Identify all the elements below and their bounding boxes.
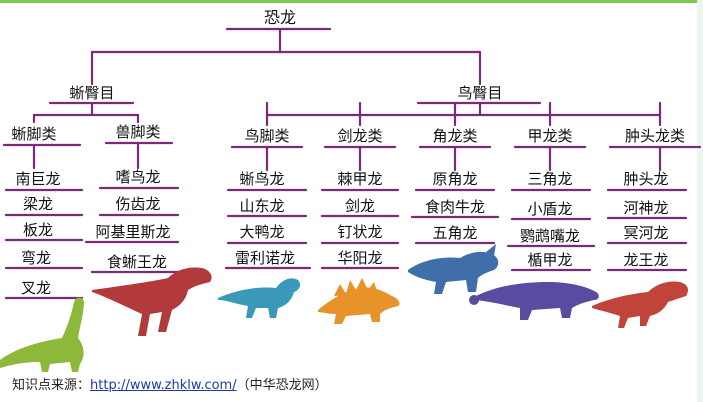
pachycephalosaur-silhouette xyxy=(592,281,688,328)
ornithopod-silhouette xyxy=(218,278,301,318)
member-label: 华阳龙 xyxy=(337,249,383,267)
group-ornithopoda-label: 鸟脚类 xyxy=(244,127,290,145)
source-prefix: 知识点来源： xyxy=(12,378,91,393)
member-label: 龙王龙 xyxy=(623,251,669,269)
member-label: 三角龙 xyxy=(527,170,573,188)
theropod-silhouette xyxy=(92,267,212,336)
group-pachycephalosauria-label: 肿头龙类 xyxy=(624,127,686,145)
member-label: 嗜鸟龙 xyxy=(115,168,161,186)
ceratopsian-silhouette xyxy=(408,244,499,294)
source-link[interactable]: http://www.zhklw.com/ xyxy=(90,378,237,393)
member-label: 雷利诺龙 xyxy=(234,249,296,267)
member-label: 板龙 xyxy=(22,221,54,239)
member-label: 伤齿龙 xyxy=(115,195,161,213)
member-label: 食肉牛龙 xyxy=(424,198,486,216)
member-label: 弯龙 xyxy=(20,249,52,267)
order-ornithischia-label: 鸟臀目 xyxy=(457,84,503,102)
ankylosaur-silhouette xyxy=(469,282,599,320)
group-ceratopsia-label: 角龙类 xyxy=(432,127,478,145)
member-label: 小盾龙 xyxy=(527,200,573,218)
member-label: 剑龙 xyxy=(344,197,376,215)
group-theropoda-label: 兽脚类 xyxy=(115,123,161,141)
member-label: 原角龙 xyxy=(432,170,478,188)
member-label: 食蜥王龙 xyxy=(106,253,168,271)
group-stegosauria-label: 剑龙类 xyxy=(337,127,383,145)
sauropod-silhouette xyxy=(0,297,84,372)
right-edge-bar xyxy=(697,0,703,402)
member-label: 河神龙 xyxy=(623,199,669,217)
group-sauropoda-label: 蜥脚类 xyxy=(11,125,57,143)
member-label: 蜥鸟龙 xyxy=(239,170,285,188)
source-citation: 知识点来源：http://www.zhklw.com/（中华恐龙网） xyxy=(12,374,328,393)
member-label: 冥河龙 xyxy=(623,224,669,242)
order-saurischia-label: 蜥臀目 xyxy=(69,84,115,102)
member-label: 南巨龙 xyxy=(15,170,61,188)
member-label: 梁龙 xyxy=(22,195,54,213)
member-label: 阿基里斯龙 xyxy=(95,223,171,241)
root-label: 恐龙 xyxy=(263,8,297,27)
member-label: 楯甲龙 xyxy=(527,251,573,269)
member-label: 山东龙 xyxy=(239,197,285,215)
member-label: 钉状龙 xyxy=(337,223,383,241)
top-accent-bar xyxy=(0,0,703,3)
member-label: 鹦鹉嘴龙 xyxy=(519,227,581,245)
source-suffix: （中华恐龙网） xyxy=(236,378,328,393)
member-label: 大鸭龙 xyxy=(239,223,285,241)
stegosaur-silhouette xyxy=(318,278,400,324)
member-label: 棘甲龙 xyxy=(337,170,383,188)
group-ankylosauria-label: 甲龙类 xyxy=(527,127,573,145)
member-label: 五角龙 xyxy=(432,224,478,242)
member-label: 肿头龙 xyxy=(623,170,669,188)
member-label: 叉龙 xyxy=(20,279,52,297)
